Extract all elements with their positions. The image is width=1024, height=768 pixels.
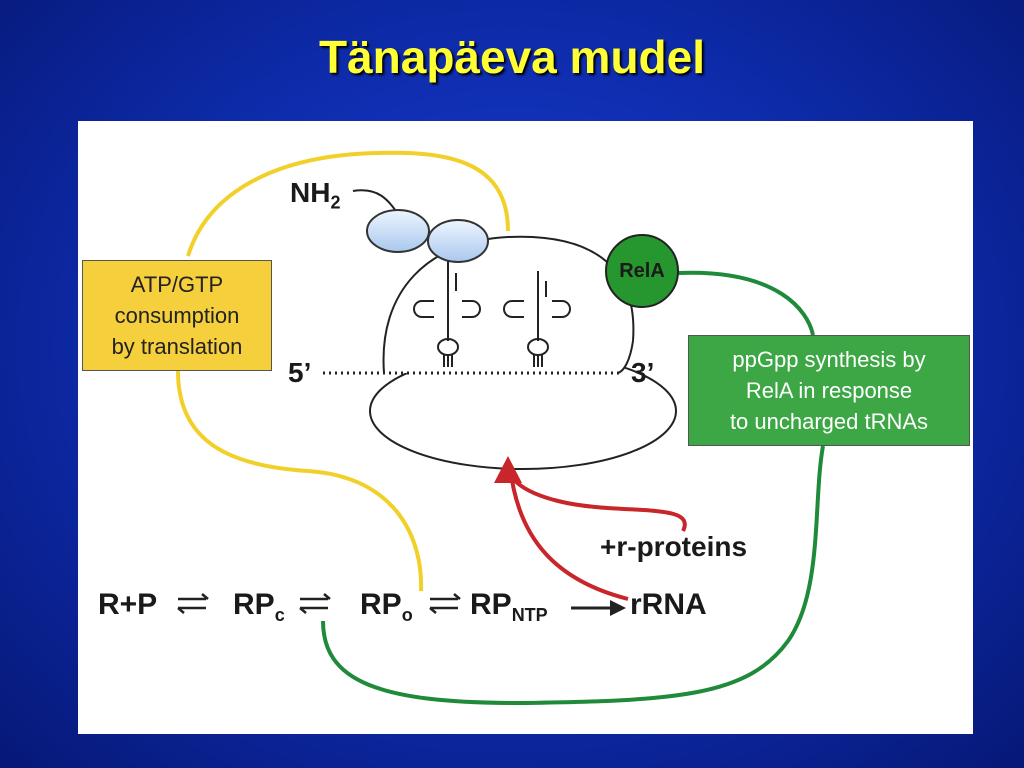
r-proteins-label: +r-proteins <box>600 531 748 562</box>
ppgpp-box-line: RelA in response <box>745 378 913 403</box>
pathway-rpc: RPc <box>233 588 285 625</box>
red-arrowhead-icon <box>494 456 522 483</box>
rrna-arrow <box>508 465 629 601</box>
nh2-label: NH2 <box>290 177 341 213</box>
diagram-canvas <box>176 150 825 706</box>
yellow-feedback-loop <box>176 150 510 592</box>
slide-title: Tänapäeva mudel <box>318 31 706 83</box>
rela-label: RelA <box>619 260 665 282</box>
atp-gtp-consumption-box: ATP/GTP consumption by translation <box>82 260 272 371</box>
rela-circle <box>605 234 679 308</box>
equilibrium-arrow-icon <box>429 593 461 614</box>
ppgpp-box-line: ppGpp synthesis by <box>732 347 926 372</box>
trna-icon <box>413 261 481 367</box>
equilibrium-arrow-icon <box>177 593 209 614</box>
atp-box-line: ATP/GTP <box>130 272 224 297</box>
forward-arrow-icon <box>571 600 626 616</box>
diagram-panel: NH2 5’ 3’ RelA ATP/GTP consumption by tr… <box>78 121 973 734</box>
five-prime-label: 5’ <box>288 357 312 388</box>
amino-acid-bead-icon <box>427 219 489 263</box>
green-feedback-loop <box>321 270 825 706</box>
equilibrium-arrow-icon <box>299 593 331 614</box>
pathway-rrna: rRNA <box>630 588 707 621</box>
atp-box-line: by translation <box>111 334 243 359</box>
r-protein-arrow <box>506 465 687 532</box>
atp-box-line: consumption <box>114 303 240 328</box>
trna-icon <box>503 271 571 367</box>
ribosome-large-subunit <box>382 235 635 374</box>
ppgpp-box-line: to uncharged tRNAs <box>729 409 929 434</box>
pathway-rpo: RPo <box>360 588 413 625</box>
pathway-r-plus-p: R+P <box>98 588 158 621</box>
pathway-rpntp: RPNTP <box>470 588 548 625</box>
three-prime-label: 3’ <box>631 357 655 388</box>
ppgpp-synthesis-box: ppGpp synthesis by RelA in response to u… <box>688 335 970 446</box>
amino-acid-bead-icon <box>366 209 430 253</box>
